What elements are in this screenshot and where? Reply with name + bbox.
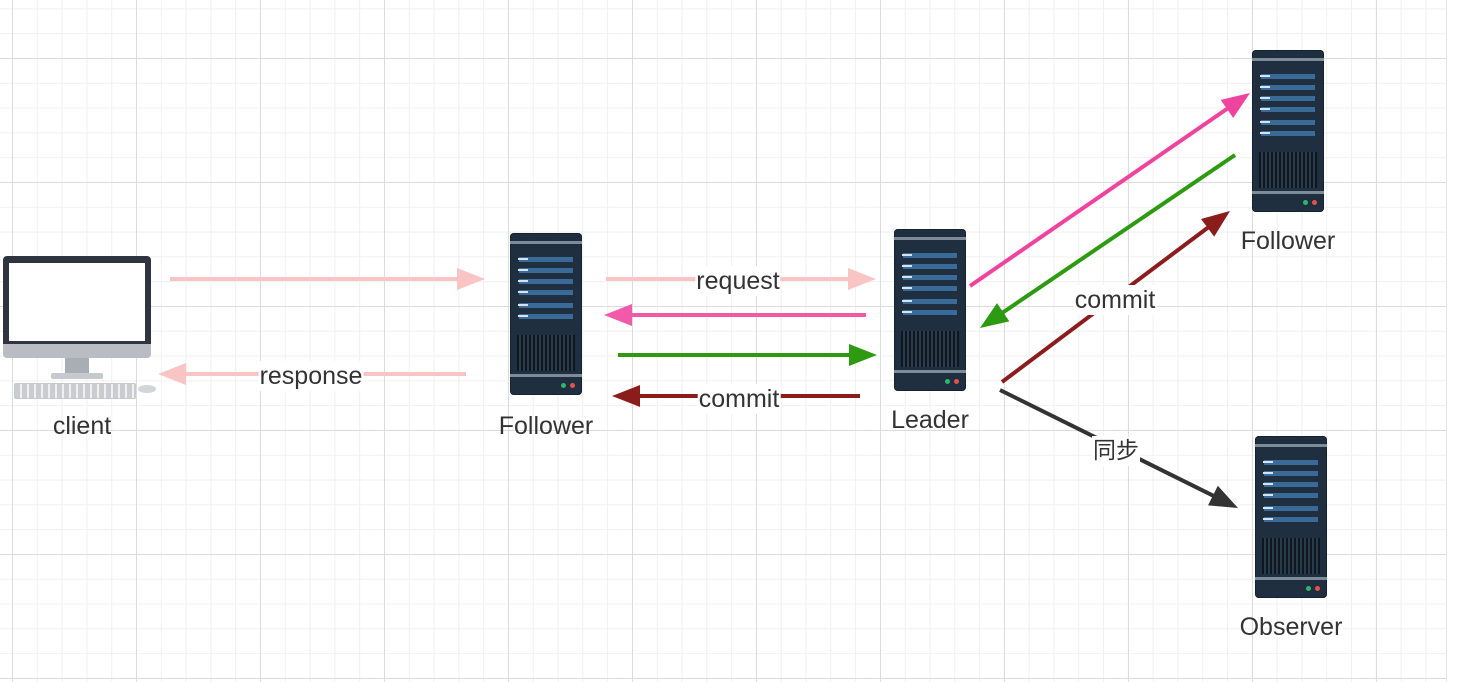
follower-to-leader-ack-arrowhead [849, 344, 877, 366]
follower2-to-leader-ack-line [1000, 153, 1237, 316]
follower-to-leader-ack-arrow [618, 344, 877, 366]
observer-server-icon [1255, 436, 1327, 598]
follower-left-server-icon [510, 233, 582, 395]
follower-right-label: Follower [1240, 227, 1336, 255]
response-edge-label: response [258, 361, 364, 391]
follower-to-leader-request-arrowhead [848, 268, 876, 290]
leader-to-follower2-commit-arrowhead [1201, 211, 1230, 237]
leader-to-follower2-proposal-arrowhead [1220, 93, 1250, 118]
follower-to-client-arrowhead [158, 363, 186, 385]
leader-to-observer-sync-arrowhead [1208, 485, 1238, 508]
commit-edge-label-left: commit [697, 384, 781, 414]
sync-edge-label: 同步 [1092, 436, 1140, 466]
follower-right-server-icon [1252, 50, 1324, 212]
request-edge-label: request [695, 266, 781, 296]
observer-label: Observer [1239, 613, 1343, 641]
leader-to-follower-commit-arrowhead [612, 385, 640, 407]
follower-left-label: Follower [498, 412, 594, 440]
leader-server-icon [894, 229, 966, 391]
follower2-to-leader-ack-arrowhead [980, 303, 1010, 328]
leader-to-follower2-proposal-line [968, 106, 1230, 288]
commit-edge-label-right: commit [1073, 285, 1157, 315]
leader-to-follower-pink-arrowhead [604, 304, 632, 326]
leader-to-follower-pink-arrow [604, 304, 866, 326]
keyboard-icon [14, 383, 136, 399]
follower2-to-leader-ack-arrow [980, 153, 1237, 328]
client-to-follower-arrowhead [457, 268, 485, 290]
leader-label: Leader [891, 406, 969, 434]
mouse-icon [138, 385, 156, 393]
client-to-follower-arrow [170, 268, 485, 290]
client-label: client [52, 412, 112, 440]
leader-to-follower2-proposal-arrow [968, 93, 1250, 288]
